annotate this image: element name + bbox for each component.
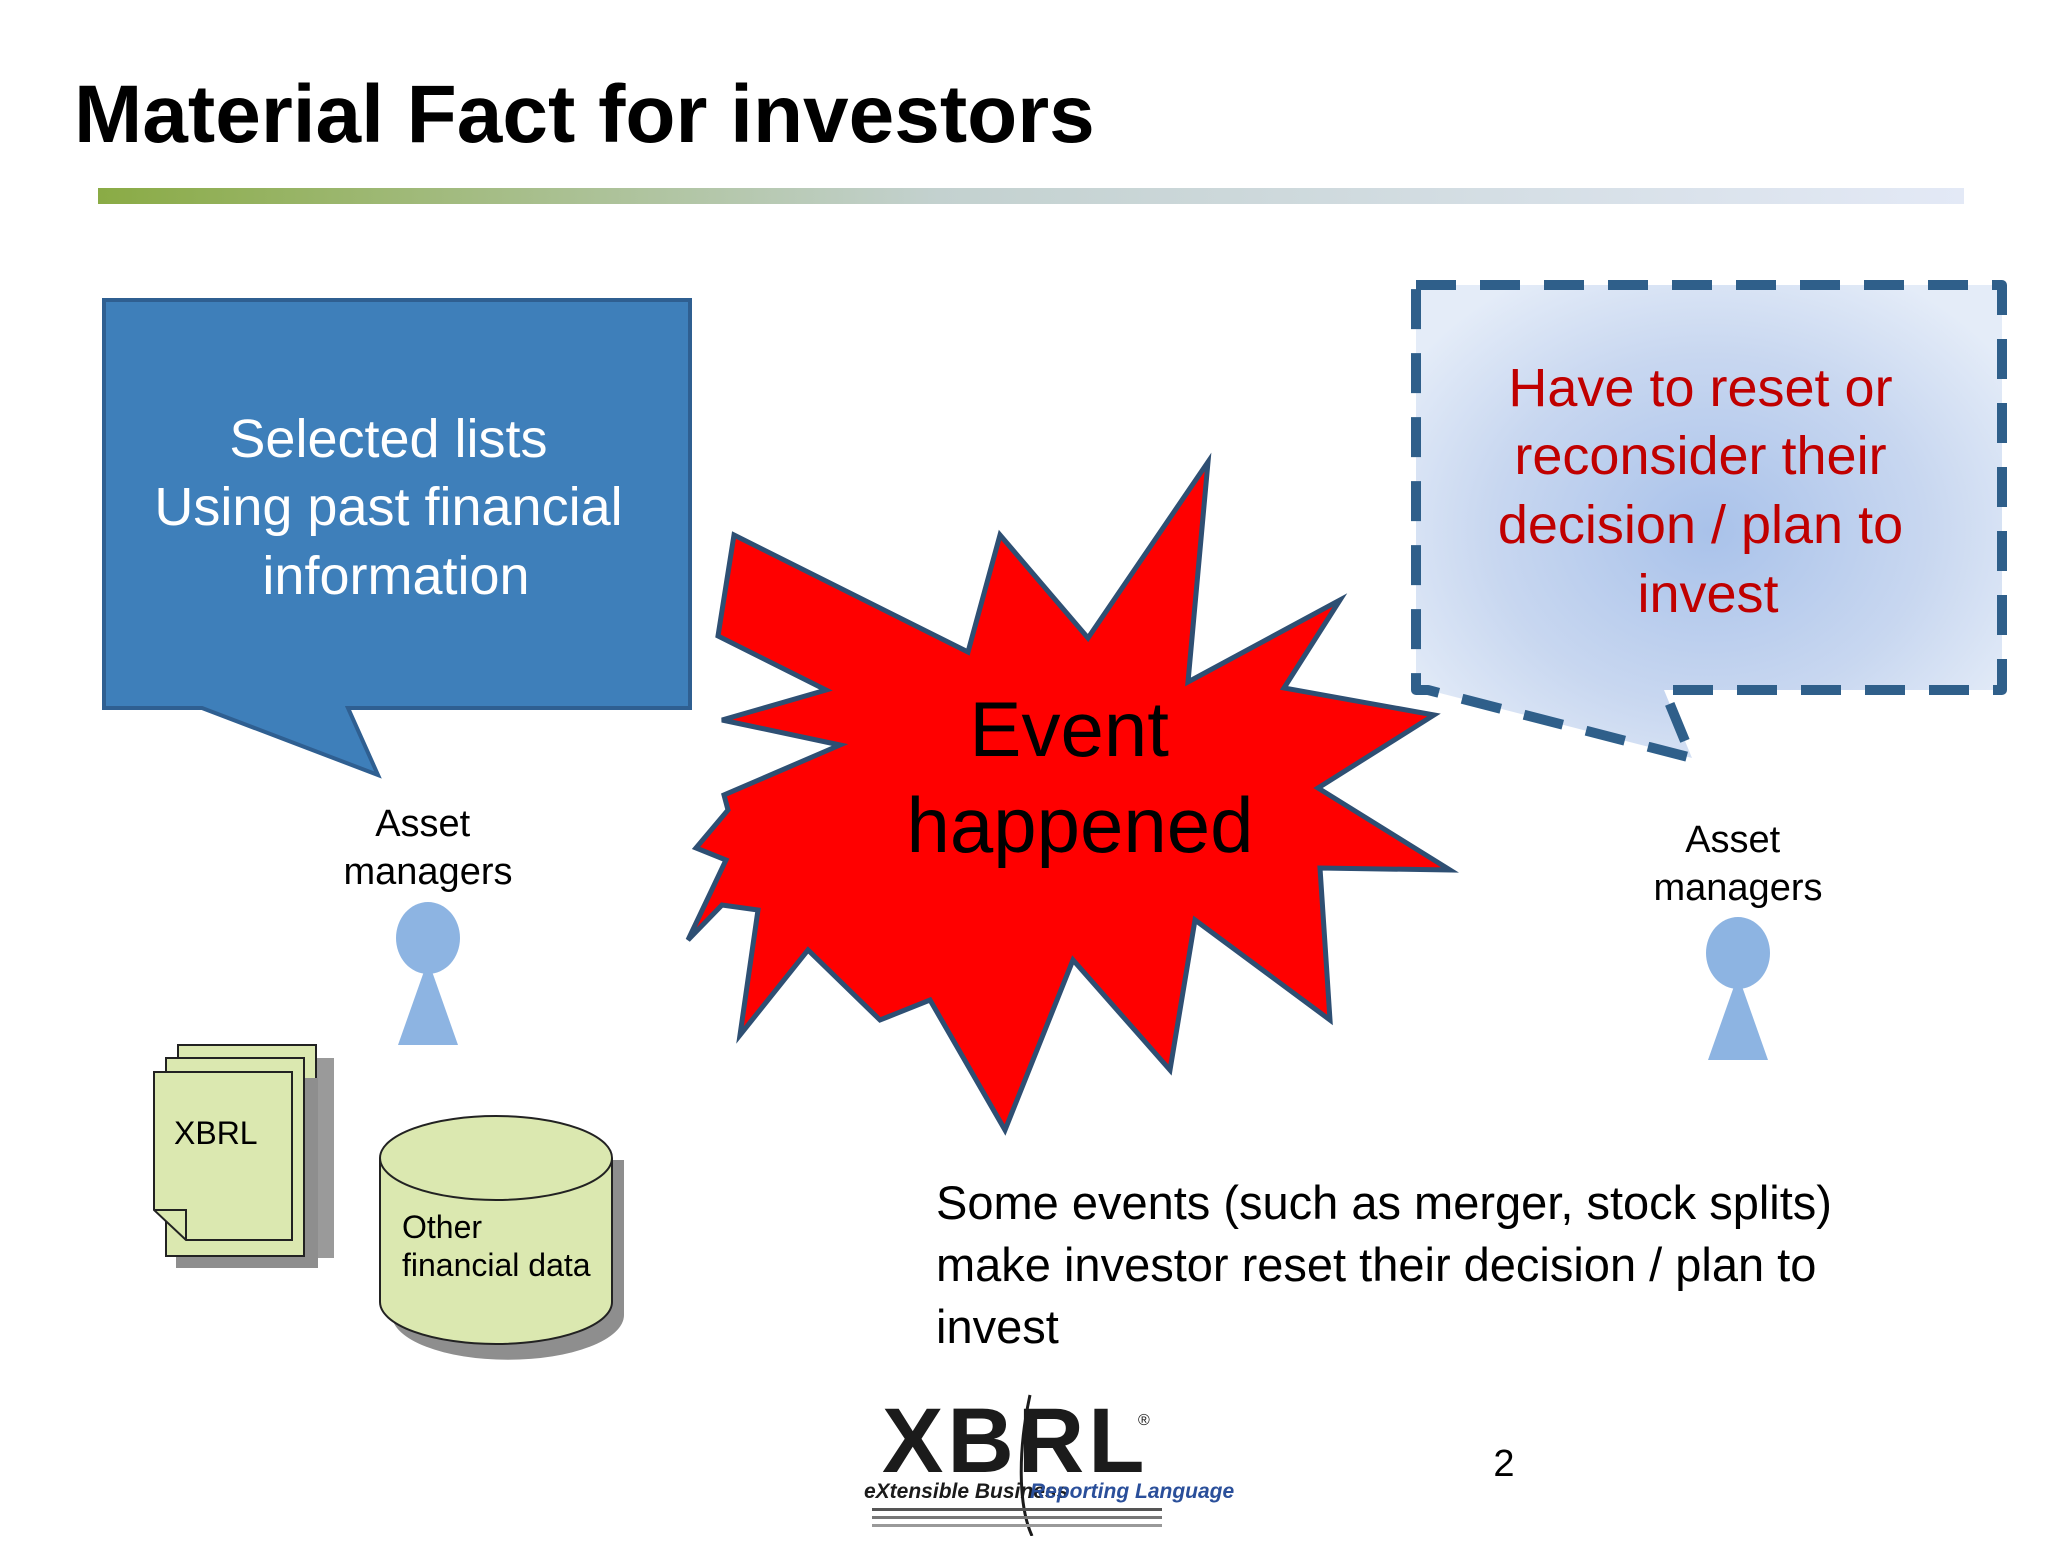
logo-wordmark: XBRL	[882, 1390, 1148, 1492]
logo-tagline-right: Reporting Language	[1030, 1480, 1234, 1503]
right-callout: Have to reset or reconsider their decisi…	[1411, 280, 2007, 763]
title-underline	[98, 188, 1964, 204]
left-person-body	[398, 960, 458, 1045]
left-person-label: Asset managers	[344, 803, 513, 893]
logo-tagline-left: eXtensible Business	[864, 1480, 1068, 1503]
logo-line-3	[872, 1524, 1162, 1527]
database-body	[379, 1158, 613, 1345]
right-person-head	[1706, 917, 1770, 989]
document-label: XBRL	[174, 1115, 258, 1151]
slide-title: Material Fact for investors	[74, 69, 1095, 160]
logo-line-1	[872, 1508, 1162, 1511]
financial-database: Other financial data	[379, 1115, 624, 1360]
logo-registered: ®	[1138, 1412, 1150, 1429]
right-callout-shape	[1411, 280, 2007, 763]
event-note: Some events (such as merger, stock split…	[936, 1176, 1845, 1353]
right-person-body	[1708, 975, 1768, 1060]
document-front	[153, 1071, 293, 1241]
event-burst: Event happened	[685, 452, 1459, 1136]
page-number: 2	[1493, 1443, 1514, 1485]
left-asset-managers: Asset managers	[344, 803, 513, 1045]
right-callout-text: Have to reset or reconsider their decisi…	[1498, 358, 1918, 624]
left-callout-shape	[102, 298, 692, 779]
left-callout-text: Selected lists Using past financial info…	[154, 409, 637, 606]
xbrl-documents: XBRL	[153, 1044, 334, 1268]
xbrl-logo: XBRL ® eXtensible Business Reporting Lan…	[864, 1390, 1234, 1537]
right-person-label: Asset managers	[1654, 819, 1823, 909]
right-asset-managers: Asset managers	[1654, 819, 1823, 1060]
left-person-head	[396, 902, 460, 974]
database-top	[379, 1115, 613, 1201]
event-burst-shape	[685, 452, 1459, 1136]
logo-line-2	[872, 1516, 1162, 1519]
left-callout: Selected lists Using past financial info…	[102, 298, 692, 779]
event-burst-text: Event happened	[906, 685, 1253, 869]
database-label: Other financial data	[402, 1209, 591, 1283]
document-fold	[154, 1209, 187, 1240]
